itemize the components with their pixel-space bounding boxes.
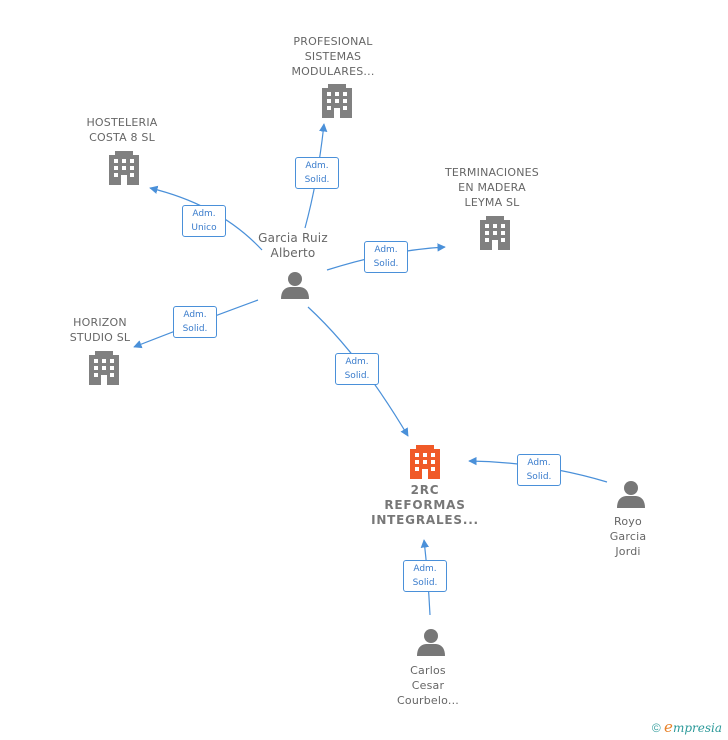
building-icon [322, 84, 352, 118]
relation-label-horizon: Adm. Solid. [173, 306, 217, 338]
building-icon [89, 351, 119, 385]
person-label-garcia[interactable]: Garcia Ruiz Alberto [258, 231, 328, 260]
relation-label-terminaciones: Adm. Solid. [364, 241, 408, 273]
company-label-horizon[interactable]: HORIZON STUDIO SL [69, 316, 131, 344]
person-icon [617, 481, 645, 508]
relation-label-carlos: Adm. Solid. [403, 560, 447, 592]
main-company-label[interactable]: 2RC REFORMAS INTEGRALES... [371, 483, 479, 527]
relation-label-royo: Adm. Solid. [517, 454, 561, 486]
brand-logo-initial: e [664, 718, 673, 736]
relation-label-profesional: Adm. Solid. [295, 157, 339, 189]
main-building-icon [410, 445, 440, 479]
building-icon [480, 216, 510, 250]
company-label-terminaciones[interactable]: TERMINACIONES EN MADERA LEYMA SL [445, 166, 539, 209]
relation-label-main: Adm. Solid. [335, 353, 379, 385]
company-label-profesional[interactable]: PROFESIONAL SISTEMAS MODULARES... [291, 35, 375, 78]
brand-footer[interactable]: © empresia [652, 718, 722, 736]
person-icon [281, 272, 309, 299]
copyright-icon: © [651, 721, 661, 735]
company-label-hosteleria[interactable]: HOSTELERIA COSTA 8 SL [86, 116, 158, 144]
person-label-carlos[interactable]: Carlos Cesar Courbelo... [397, 664, 459, 707]
building-icon [109, 151, 139, 185]
person-icon [417, 629, 445, 656]
brand-logo-text: mpresia [672, 721, 722, 735]
relation-label-hosteleria: Adm. Unico [182, 205, 226, 237]
person-label-royo[interactable]: Royo Garcia Jordi [609, 515, 647, 558]
